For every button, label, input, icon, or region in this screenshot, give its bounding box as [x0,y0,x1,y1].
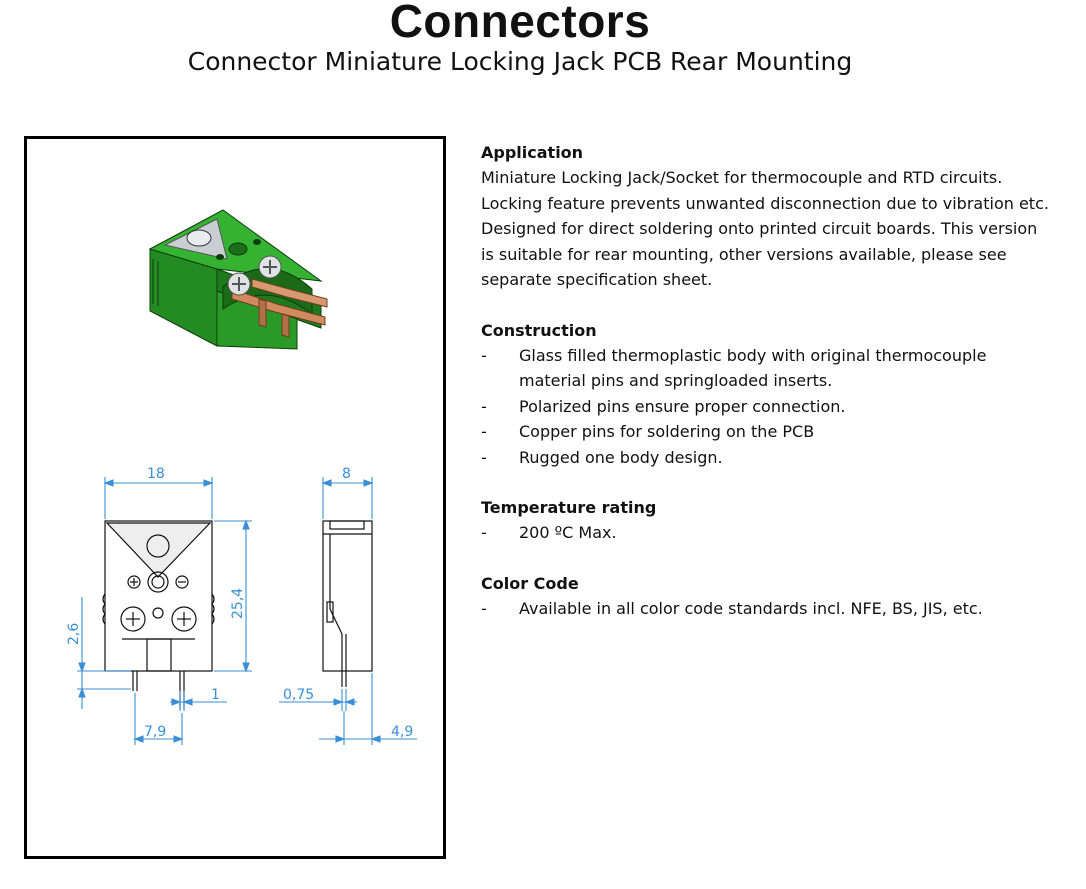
page-title: Connectors [389,0,651,47]
list-item: - 200 ºC Max. [481,520,1051,546]
dim-width-front: 18 [147,466,165,482]
list-item-text: Polarized pins ensure proper connection. [519,396,846,416]
section-paragraph: Miniature Locking Jack/Socket for thermo… [481,168,1049,289]
section-heading: Application [481,143,584,162]
list-item-text: Available in all color code standards in… [519,598,983,618]
dim-pin-spacing: 7,9 [144,724,166,740]
bullet-marker: - [481,422,487,441]
section-heading: Color Code [481,573,579,593]
section-application: Application Miniature Locking Jack/Socke… [481,140,1051,293]
list-item-text: Rugged one body design. [519,447,723,467]
list-item-text: Glass filled thermoplastic body with ori… [519,345,987,391]
list-item: - Available in all color code standards i… [481,596,1051,622]
dim-height: 25,4 [230,588,246,619]
dim-pin-position: 4,9 [391,724,413,740]
connector-drawing: 18 8 25,4 2,6 1 7,9 0,75 4,9 [66,209,417,745]
bullet-marker: - [481,447,487,467]
dimension-lines [77,477,417,745]
product-figure: 18 8 25,4 2,6 1 7,9 0,75 4,9 [24,136,446,859]
dim-pin-width: 1 [211,687,220,703]
section-construction: Construction - Glass filled thermoplastic… [481,318,1051,471]
bullet-marker: - [481,523,487,542]
page-subtitle: Connector Miniature Locking Jack PCB Rea… [187,47,853,76]
bullet-marker: - [481,598,487,618]
connector-3d-render [148,209,328,350]
list-item: - Polarized pins ensure proper connection… [481,394,1051,420]
front-view-drawing [102,520,215,709]
section-heading: Temperature rating [481,498,657,517]
dim-pin-thickness: 0,75 [283,687,314,703]
list-item: - Copper pins for soldering on the PCB [481,419,1051,445]
list-item: - Glass filled thermoplastic body with or… [481,343,1051,394]
dim-width-side: 8 [342,466,351,482]
dim-pin-offset: 2,6 [66,623,82,645]
bullet-marker: - [481,396,487,416]
bullet-marker: - [481,345,487,365]
spec-text: Application Miniature Locking Jack/Socke… [481,140,1051,646]
list-item-text: Copper pins for soldering on the PCB [519,422,815,441]
list-item: - Rugged one body design. [481,445,1051,471]
section-color-code: Color Code - Available in all color code … [481,571,1051,622]
list-item-text: 200 ºC Max. [519,523,617,542]
side-view-drawing [322,520,373,687]
section-temperature: Temperature rating - 200 ºC Max. [481,495,1051,546]
section-heading: Construction [481,320,597,340]
